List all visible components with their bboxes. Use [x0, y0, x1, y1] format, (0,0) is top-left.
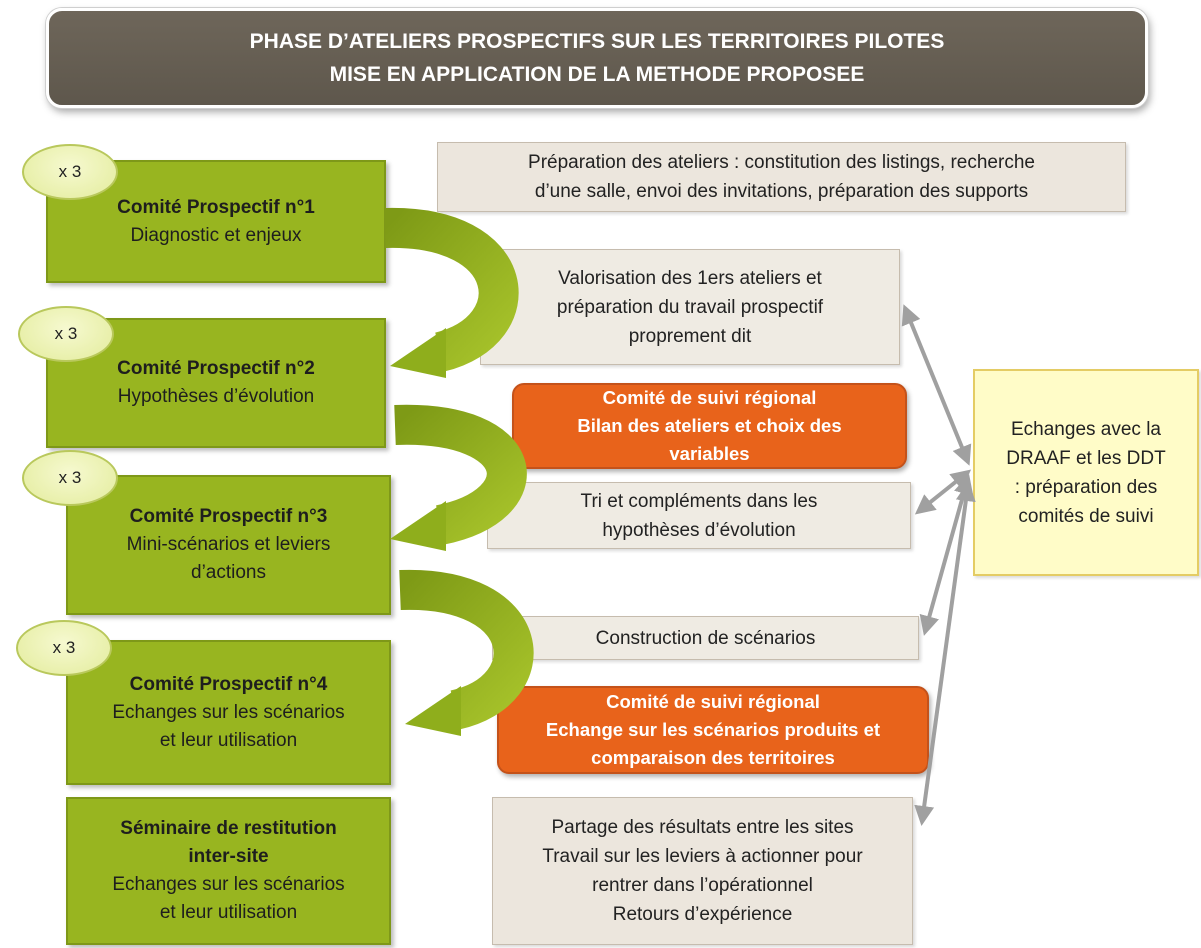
step-valorisation-line-2: préparation du travail prospectif	[556, 296, 824, 318]
repeat-badge-3: x 3	[22, 450, 118, 506]
regional-committee-1-line-2: Bilan des ateliers et choix des	[577, 415, 842, 436]
header-line-2: MISE EN APPLICATION DE LA METHODE PROPOS…	[329, 63, 865, 86]
committee-3-desc-line-2: d’actions	[191, 562, 266, 583]
step-preparation-line-1: Préparation des ateliers : constitution …	[528, 152, 1035, 173]
seminar-desc-line-2: et leur utilisation	[159, 902, 298, 923]
step-partage-line-2: Travail sur les leviers à actionner pour	[542, 846, 863, 867]
step-partage-line-3: rentrer dans l’opérationnel	[592, 875, 813, 896]
step-tri: Tri et compléments dans les hypothèses d…	[487, 482, 911, 549]
phase-header: PHASE D’ATELIERS PROSPECTIFS SUR LES TER…	[46, 8, 1148, 108]
committee-3-desc-line-1: Mini-scénarios et leviers	[126, 534, 331, 555]
committee-1-desc: Diagnostic et enjeux	[130, 224, 302, 246]
step-partage-line-1: Partage des résultats entre les sites	[551, 817, 854, 838]
step-valorisation-line-3: proprement dit	[628, 325, 752, 347]
regional-committee-1-line-1: Comité de suivi régional	[602, 387, 817, 408]
seminar-title-line-2: inter-site	[188, 846, 269, 867]
seminar-box: Séminaire de restitution inter-site Echa…	[66, 797, 391, 945]
step-preparation: Préparation des ateliers : constitution …	[437, 142, 1126, 212]
exchanges-line-4: comités de suivi	[1018, 505, 1154, 527]
exchanges-box: Echanges avec la DRAAF et les DDT : prép…	[973, 369, 1199, 576]
regional-committee-2-line-2: Echange sur les scénarios produits et	[545, 719, 881, 740]
committee-3-title: Comité Prospectif n°3	[129, 506, 328, 527]
step-valorisation: Valorisation des 1ers ateliers et prépar…	[480, 249, 900, 365]
committee-3: Comité Prospectif n°3 Mini-scénarios et …	[66, 475, 391, 615]
regional-committee-2-line-3: comparaison des territoires	[591, 747, 835, 768]
step-preparation-line-2: d’une salle, envoi des invitations, prép…	[534, 181, 1029, 202]
committee-4-desc-line-1: Echanges sur les scénarios	[112, 701, 345, 723]
regional-committee-2-line-1: Comité de suivi régional	[606, 691, 820, 712]
step-partage-line-4: Retours d’expérience	[612, 904, 793, 925]
regional-committee-1: Comité de suivi régional Bilan des ateli…	[512, 383, 907, 469]
committee-1-title: Comité Prospectif n°1	[117, 196, 315, 218]
exchanges-line-1: Echanges avec la	[1011, 418, 1161, 440]
step-tri-line-2: hypothèses d’évolution	[602, 519, 796, 541]
repeat-badge-1: x 3	[22, 144, 118, 200]
header-line-1: PHASE D’ATELIERS PROSPECTIFS SUR LES TER…	[249, 30, 945, 53]
step-tri-line-1: Tri et compléments dans les	[580, 490, 818, 512]
committee-4-desc-line-2: et leur utilisation	[159, 729, 298, 751]
repeat-badge-4: x 3	[16, 620, 112, 676]
step-construction-line-1: Construction de scénarios	[595, 627, 816, 649]
repeat-badge-2: x 3	[18, 306, 114, 362]
curved-arrow-1-to-2	[384, 207, 519, 378]
curved-arrow-3-to-4	[399, 569, 534, 736]
committee-2-title: Comité Prospectif n°2	[117, 358, 315, 379]
step-construction: Construction de scénarios	[492, 616, 919, 660]
step-valorisation-line-1: Valorisation des 1ers ateliers et	[558, 267, 822, 289]
exchanges-line-2: DRAAF et les DDT	[1006, 447, 1166, 469]
step-partage: Partage des résultats entre les sites Tr…	[492, 797, 913, 945]
regional-committee-2: Comité de suivi régional Echange sur les…	[497, 686, 929, 774]
committee-2-desc: Hypothèses d’évolution	[117, 386, 315, 407]
regional-committee-1-line-3: variables	[669, 443, 750, 464]
seminar-desc-line-1: Echanges sur les scénarios	[112, 874, 345, 895]
committee-4-title: Comité Prospectif n°4	[129, 673, 328, 695]
committee-4: Comité Prospectif n°4 Echanges sur les s…	[66, 640, 391, 785]
exchanges-line-3: : préparation des	[1014, 476, 1158, 498]
curved-arrow-2-to-3	[390, 404, 527, 551]
seminar-title-line-1: Séminaire de restitution	[120, 818, 337, 839]
